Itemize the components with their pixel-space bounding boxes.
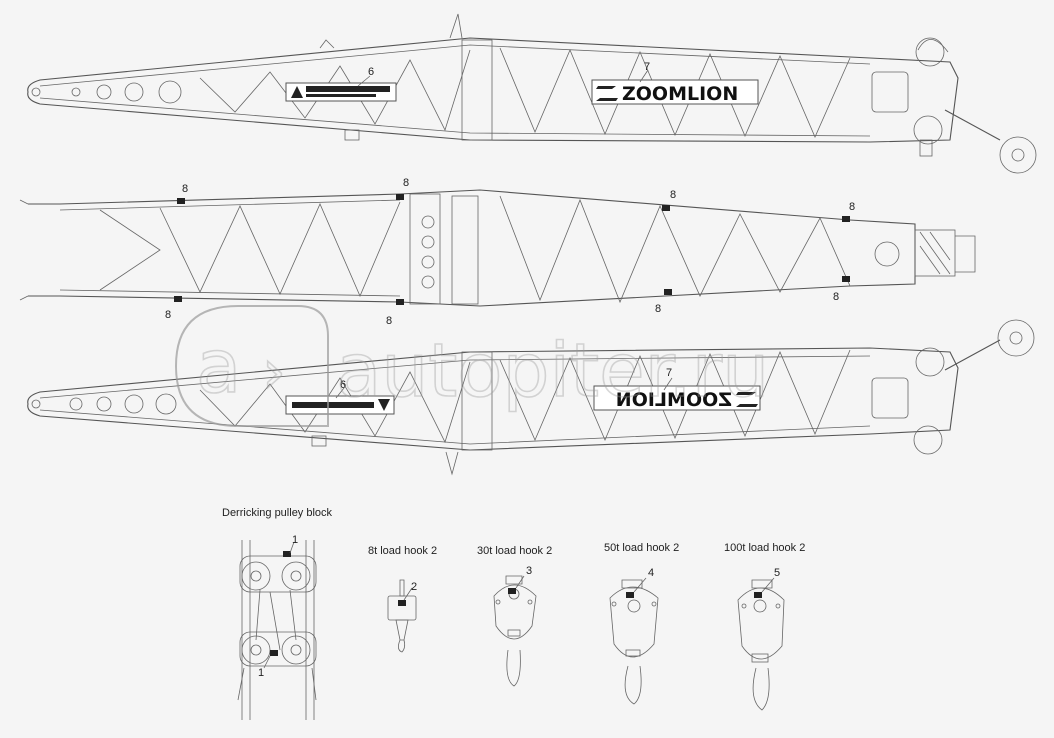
callout-5: 5 [774, 567, 780, 579]
watermark: a › autopiter.ru [174, 305, 770, 427]
callout-8-h: 8 [833, 291, 839, 303]
callout-8-e: 8 [670, 189, 676, 201]
callout-8-c: 8 [403, 177, 409, 189]
caption-100t-hook: 100t load hook 2 [724, 542, 805, 554]
callout-2: 2 [411, 581, 417, 593]
callout-8-d: 8 [386, 315, 392, 327]
derricking-pulley-block [237, 540, 317, 720]
svg-text:›: › [262, 337, 286, 407]
zoomlion-logo-icon [736, 392, 758, 407]
callout-6-top: 6 [368, 66, 374, 78]
caption-derricking-pulley: Derricking pulley block [222, 507, 333, 519]
warning-triangle-icon [378, 399, 390, 411]
warning-plate-bottom [285, 395, 395, 415]
brand-plate-top: ZOOMLION [591, 79, 759, 105]
warning-plate-top [285, 82, 397, 102]
callout-8-f: 8 [655, 303, 661, 315]
hook-50t [609, 579, 659, 705]
callout-7-bottom: 7 [666, 367, 672, 379]
brand-plate-text-top: ZOOMLION [622, 83, 738, 105]
caption-50t-hook: 50t load hook 2 [604, 542, 679, 554]
caption-8t-hook: 8t load hook 2 [368, 545, 437, 557]
callout-4: 4 [648, 567, 654, 579]
callout-1-bottom: 1 [258, 667, 264, 679]
hook-100t [737, 579, 785, 711]
callout-8-a: 8 [182, 183, 188, 195]
svg-text:a: a [196, 324, 241, 410]
callout-8-g: 8 [849, 201, 855, 213]
brand-plate-bottom: ZOOMLION [593, 385, 761, 411]
boom-top-view-middle [19, 189, 976, 307]
warning-triangle-icon [291, 86, 303, 98]
callout-6-bottom: 6 [340, 379, 346, 391]
hook-8t [387, 579, 417, 653]
autopiter-logo-icon [174, 305, 329, 427]
callout-8-b: 8 [165, 309, 171, 321]
watermark-text: autopiter.ru [336, 328, 769, 414]
callout-7-top: 7 [644, 61, 650, 73]
callout-1-top: 1 [292, 534, 298, 546]
hook-30t [493, 575, 537, 687]
boom-side-view-bottom [27, 319, 1035, 476]
caption-30t-hook: 30t load hook 2 [477, 545, 552, 557]
zoomlion-logo-icon [596, 86, 618, 101]
brand-plate-text-bottom: ZOOMLION [616, 389, 732, 411]
callout-3: 3 [526, 565, 532, 577]
boom-side-view-top [27, 13, 1037, 174]
marker-plates-8 [174, 194, 850, 305]
